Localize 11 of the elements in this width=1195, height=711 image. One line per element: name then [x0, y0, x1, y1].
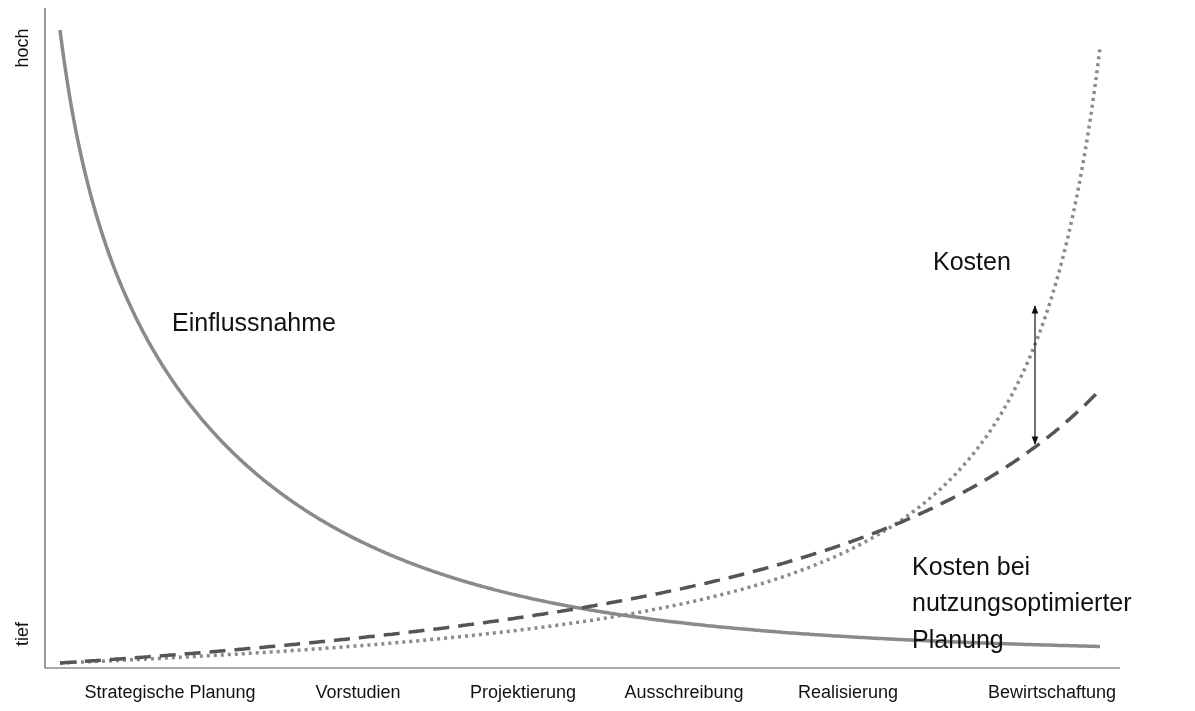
phase-label: Ausschreibung: [624, 682, 744, 703]
axis-label: tief: [11, 622, 33, 646]
phase-label: Strategische Planung: [84, 682, 256, 703]
axis-label: hoch: [11, 28, 33, 68]
curve-label: Einflussnahme: [172, 308, 336, 337]
phase-label: Vorstudien: [315, 682, 401, 703]
curve-label: Kosten bei nutzungsoptimierter Planung: [912, 551, 1133, 655]
phase-label: Projektierung: [470, 682, 577, 703]
curve-label: Kosten: [933, 247, 1011, 276]
phase-label: Bewirtschaftung: [988, 682, 1117, 703]
phase-label: Realisierung: [798, 682, 899, 703]
